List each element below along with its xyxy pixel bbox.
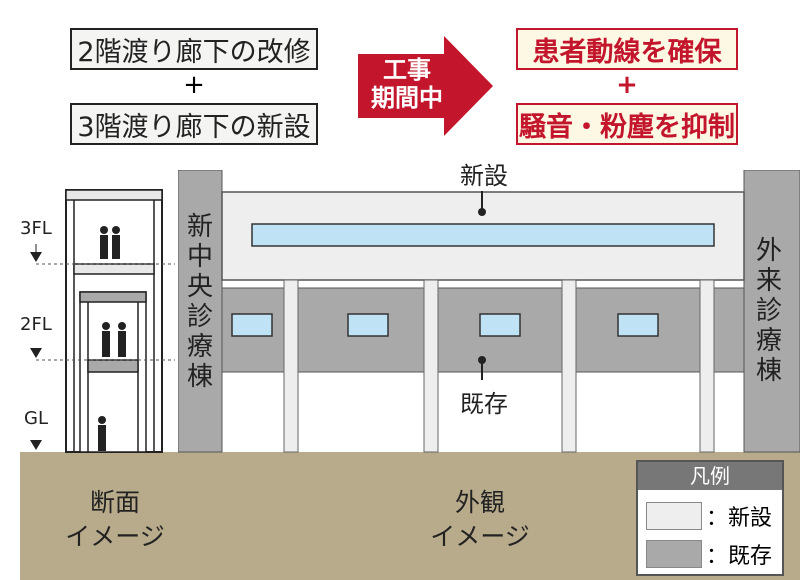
floor-label-3f: 3FL [20, 218, 52, 239]
legend-row-existing: ：既存 [646, 538, 772, 570]
patient-flow-text: 患者動線を確保 [532, 36, 722, 68]
exterior-caption-line2: イメージ [430, 522, 530, 551]
legend-title: 凡例 [638, 462, 782, 490]
arrow-text: 工事 期間中 [362, 56, 452, 112]
left-wing-label: 新中央診療棟 [186, 212, 213, 392]
legend-row-new: ：新設 [646, 500, 772, 532]
patient-flow-box: 患者動線を確保 [516, 28, 738, 70]
cross-section-diagram [30, 189, 175, 453]
exterior-caption: 外観 イメージ [395, 486, 565, 554]
legend-new-text: ：新設 [706, 506, 773, 531]
legend-existing-text: ：既存 [706, 544, 773, 569]
renovation-2f-text: 2階渡り廊下の改修 [77, 36, 311, 68]
person-icons [98, 226, 126, 451]
noise-dust-text: 騒音・粉塵を抑制 [519, 111, 735, 143]
exterior-diagram [178, 170, 800, 453]
section-caption-line1: 断面 [89, 488, 140, 517]
plus-sign-right: + [616, 70, 638, 100]
floor-label-2f: 2FL [20, 314, 52, 335]
arrow-text-line1: 工事 [383, 56, 431, 84]
exterior-caption-line1: 外観 [454, 488, 505, 517]
section-caption: 断面 イメージ [40, 486, 190, 554]
legend-swatch-new [646, 502, 702, 530]
construction-period-arrow [358, 36, 493, 136]
plus-sign-left: + [183, 70, 205, 100]
noise-dust-box: 騒音・粉塵を抑制 [516, 103, 738, 145]
existing-label: 既存 [460, 390, 508, 418]
new-3f-box: 3階渡り廊下の新設 [70, 103, 318, 145]
new-label: 新設 [452, 156, 516, 191]
arrow-text-line2: 期間中 [371, 84, 443, 112]
section-caption-line2: イメージ [65, 522, 165, 551]
new-3f-text: 3階渡り廊下の新設 [77, 111, 311, 143]
legend: 凡例 ：新設 ：既存 [636, 460, 784, 576]
floor-label-gl: GL [24, 408, 48, 429]
renovation-2f-box: 2階渡り廊下の改修 [70, 28, 318, 70]
legend-swatch-existing [646, 540, 702, 568]
right-wing-label: 外来診療棟 [755, 236, 782, 386]
